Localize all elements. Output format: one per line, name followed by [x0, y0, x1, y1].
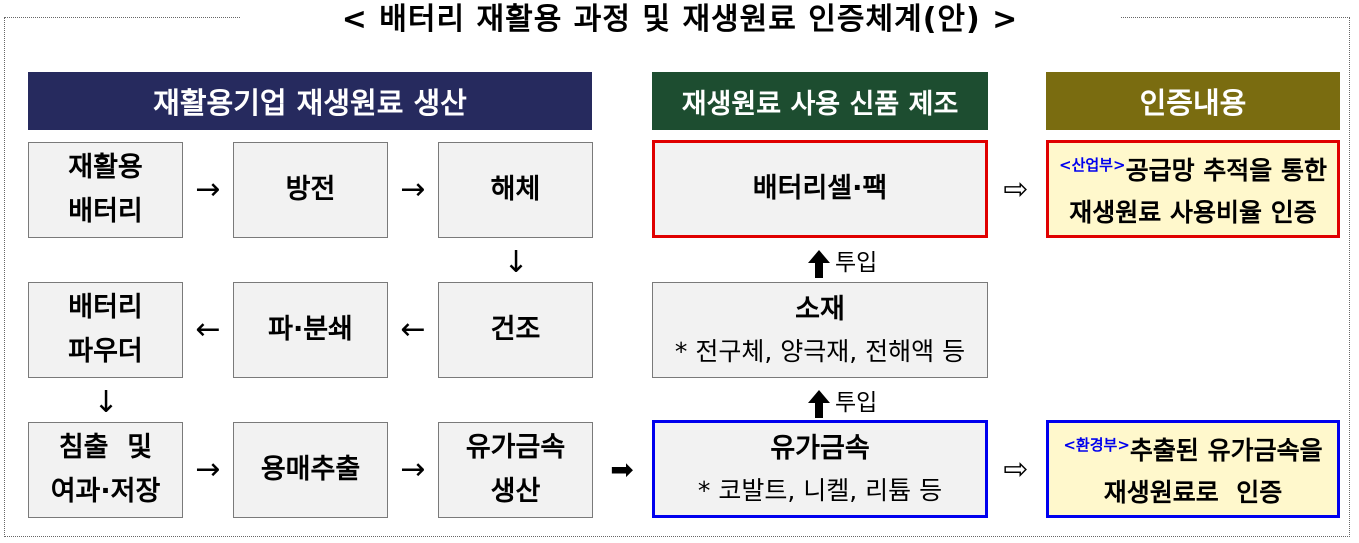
step-battery-powder: 배터리 파우더: [28, 282, 183, 378]
step-battery-powder-line2: 파우더: [68, 336, 143, 367]
header-recycling-label: 재활용기업 재생원료 생산: [153, 86, 467, 120]
cert-supply-chain: <산업부>공급망 추적을 통한 재생원료 사용비율 인증: [1046, 140, 1340, 238]
arrow-left-2: ←: [400, 312, 426, 347]
arrow-left-1: ←: [195, 312, 221, 347]
step-leach: 침출 및 여과·저장: [28, 422, 183, 518]
box-metal-title: 유가금속: [770, 433, 870, 464]
arrow-right-1: →: [195, 172, 221, 207]
arrow-right-2: →: [400, 172, 426, 207]
cert-extracted-metal-line1: <환경부>추출된 유가금속을: [1063, 424, 1322, 472]
box-cell-pack: 배터리셀·팩: [652, 140, 988, 238]
cert-supply-chain-text1: 공급망 추적을 통한: [1125, 156, 1327, 185]
arrow-bold-right: ➡: [610, 453, 634, 486]
step-leach-line1: 침출 및: [58, 432, 153, 463]
header-manufacturing-label: 재생원료 사용 신품 제조: [681, 88, 959, 120]
header-certification: 인증내용: [1046, 72, 1340, 130]
step-dry: 건조: [438, 282, 593, 378]
cert-extracted-metal-text1: 추출된 유가금속을: [1129, 436, 1323, 465]
step-metal-production-line2: 생산: [490, 476, 541, 507]
input-label-1: 투입: [835, 250, 878, 276]
input-label-2: 투입: [835, 390, 878, 416]
step-leach-line2: 여과·저장: [50, 476, 161, 507]
cert-extracted-metal-line2: 재생원료로 인증: [1103, 478, 1283, 507]
cert-extracted-metal: <환경부>추출된 유가금속을 재생원료로 인증: [1046, 420, 1340, 518]
header-recycling: 재활용기업 재생원료 생산: [28, 72, 592, 130]
step-solvent-extract: 용매추출: [233, 422, 388, 518]
step-discharge-label: 방전: [285, 174, 336, 205]
hollow-arrow-right-1: ⇨: [1003, 172, 1029, 207]
box-material-sub: * 전구체, 양극재, 전해액 등: [674, 337, 966, 366]
box-metal-sub: * 코발트, 니켈, 리튬 등: [697, 476, 943, 505]
step-dismantle-label: 해체: [490, 174, 541, 205]
step-dry-label: 건조: [490, 314, 541, 345]
step-recycled-battery-line2: 배터리: [68, 196, 143, 227]
hollow-arrow-right-2: ⇨: [1003, 452, 1029, 487]
arrow-down-1: ↓: [503, 245, 529, 280]
diagram-title: < 배터리 재활용 과정 및 재생원료 인증체계(안) >: [240, 0, 1120, 40]
box-material: 소재 * 전구체, 양극재, 전해액 등: [652, 282, 988, 378]
arrow-down-2: ↓: [93, 385, 119, 420]
input-arrow-up-icon-1: [808, 250, 830, 278]
cert-supply-chain-ministry: <산업부>: [1059, 156, 1126, 174]
header-manufacturing: 재생원료 사용 신품 제조: [652, 72, 988, 130]
step-recycled-battery-line1: 재활용: [68, 152, 143, 183]
step-metal-production-line1: 유가금속: [465, 432, 566, 463]
box-cell-pack-label: 배터리셀·팩: [752, 173, 888, 204]
arrow-right-3: →: [195, 452, 221, 487]
step-crush-label: 파·분쇄: [268, 314, 353, 345]
arrow-right-4: →: [400, 452, 426, 487]
box-material-title: 소재: [795, 294, 845, 325]
step-discharge: 방전: [233, 142, 388, 238]
cert-extracted-metal-ministry: <환경부>: [1063, 436, 1130, 454]
cert-supply-chain-line2: 재생원료 사용비율 인증: [1069, 198, 1317, 227]
header-certification-label: 인증내용: [1139, 86, 1247, 120]
step-solvent-extract-label: 용매추출: [260, 454, 361, 485]
step-dismantle: 해체: [438, 142, 593, 238]
box-metal: 유가금속 * 코발트, 니켈, 리튬 등: [652, 420, 988, 518]
input-arrow-up-icon-2: [808, 390, 830, 418]
step-recycled-battery: 재활용 배터리: [28, 142, 183, 238]
step-metal-production: 유가금속 생산: [438, 422, 593, 518]
cert-supply-chain-line1: <산업부>공급망 추적을 통한: [1059, 144, 1327, 192]
step-crush: 파·분쇄: [233, 282, 388, 378]
step-battery-powder-line1: 배터리: [68, 292, 143, 323]
